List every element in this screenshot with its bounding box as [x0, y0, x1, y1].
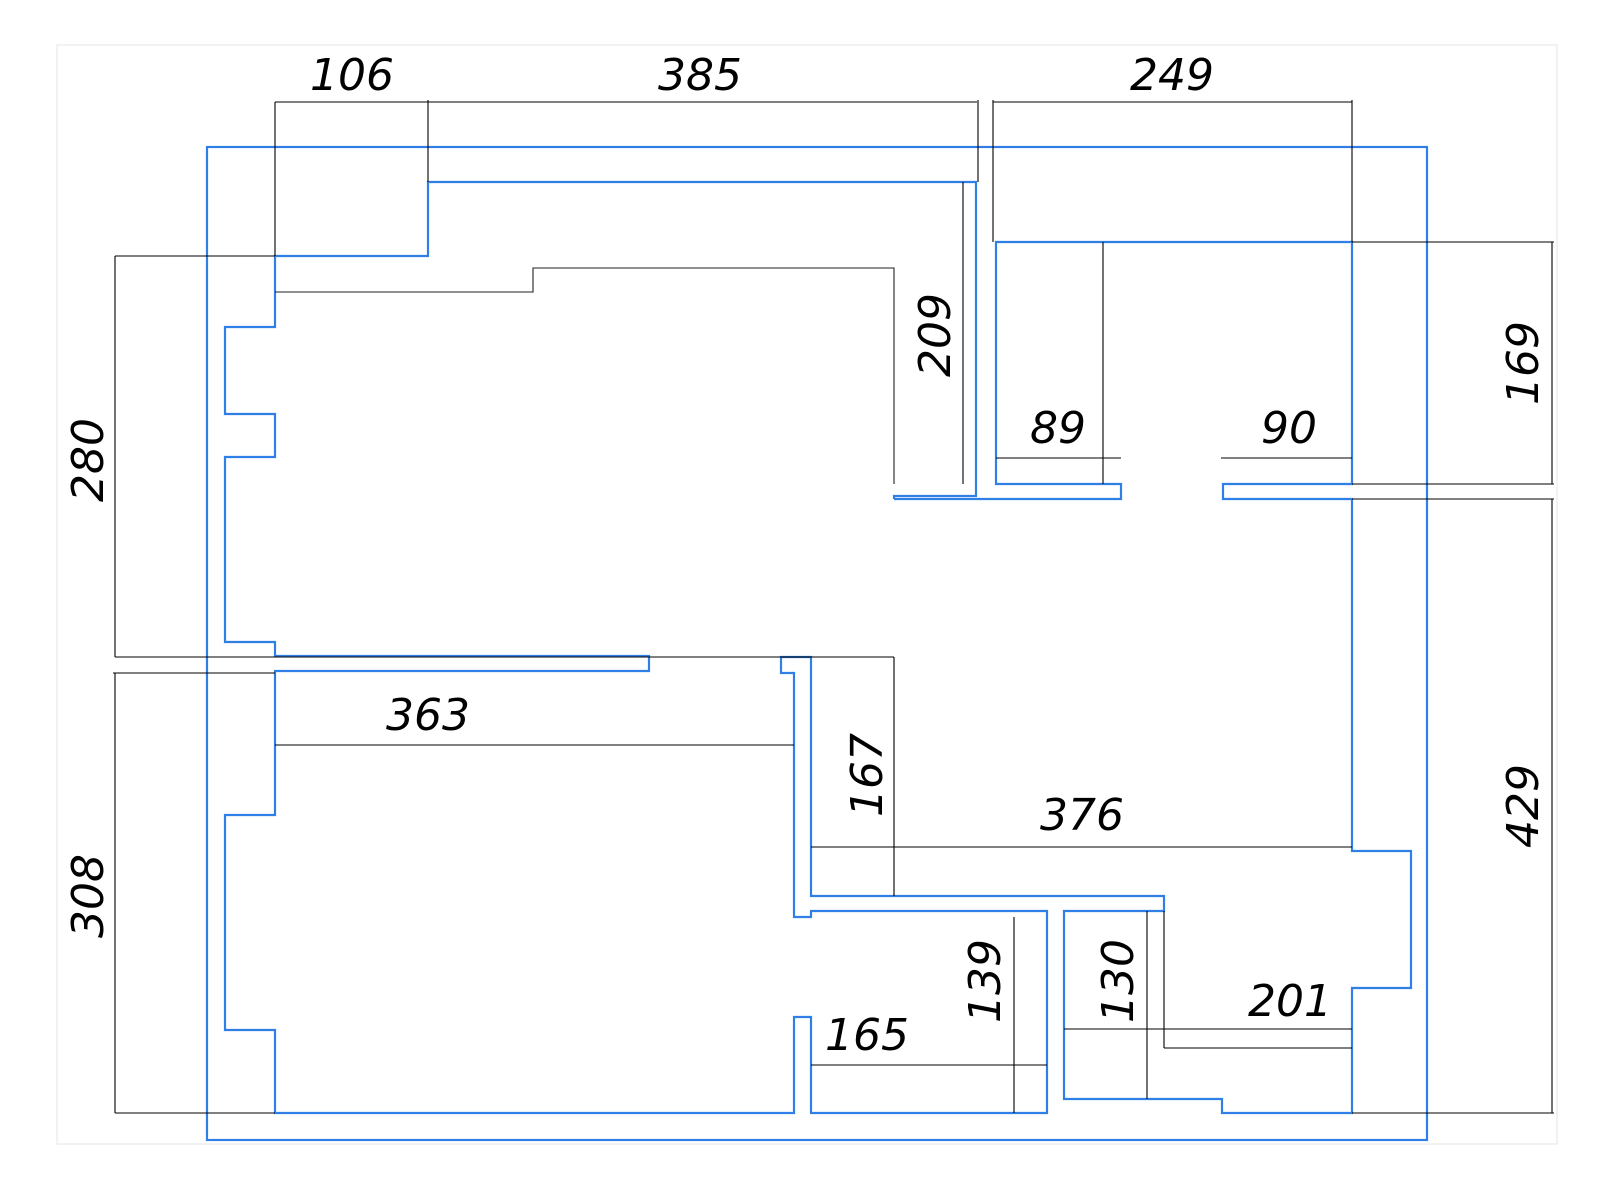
dim-280: 280 — [63, 418, 114, 502]
dim-139: 139 — [960, 939, 1011, 1023]
dim-249: 249 — [1130, 50, 1214, 101]
sheet-frame — [56, 44, 1558, 1145]
dimension-lines — [113, 100, 1554, 1114]
dim-130: 130 — [1093, 939, 1144, 1023]
dim-308: 308 — [63, 854, 114, 938]
dimension-labels: 106 385 249 280 308 169 429 209 89 90 36… — [63, 50, 1549, 1061]
dim-167: 167 — [842, 733, 893, 817]
outer-wall — [205, 145, 1429, 1142]
dim-385: 385 — [658, 50, 742, 101]
dim-106: 106 — [310, 50, 394, 101]
dim-90: 90 — [1261, 403, 1317, 454]
dim-89: 89 — [1030, 403, 1086, 454]
dim-429: 429 — [1498, 764, 1549, 848]
dim-376: 376 — [1040, 790, 1124, 841]
wall-upper-left-room — [223, 180, 1413, 1115]
dim-209: 209 — [910, 293, 961, 377]
walls — [205, 145, 1429, 1142]
dim-169: 169 — [1498, 321, 1549, 405]
dim-363: 363 — [386, 690, 470, 741]
dim-201: 201 — [1248, 976, 1332, 1027]
dim-165: 165 — [825, 1010, 909, 1061]
